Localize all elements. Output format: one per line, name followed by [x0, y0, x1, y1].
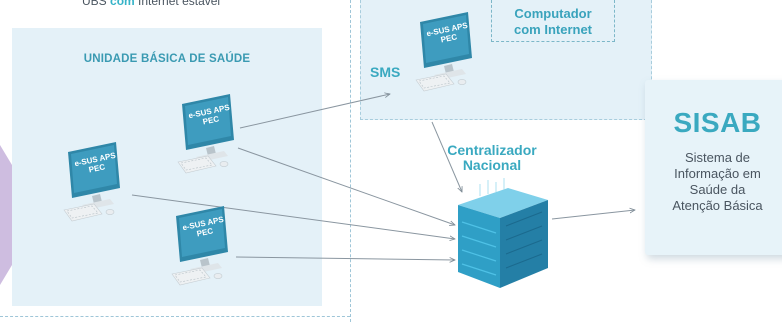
- central-line-1: Centralizador: [447, 142, 537, 158]
- top-caption: UBS com Internet estável: [82, 0, 220, 8]
- sisab-description: Sistema de Informação em Saúde da Atençã…: [645, 150, 782, 214]
- sisab-desc-line-1: Sistema de: [684, 150, 751, 165]
- line-pc1-to-server: [131, 194, 455, 239]
- sisab-desc-line-3: Saúde da: [689, 182, 746, 197]
- line-server-to-sisab: [551, 210, 635, 220]
- central-label: Centralizador Nacional: [432, 143, 552, 173]
- sms-panel: [360, 0, 652, 120]
- line-sms-to-server: [431, 121, 462, 192]
- line-pc3-to-server: [235, 256, 455, 260]
- sisab-title: SISAB: [673, 107, 762, 138]
- sms-panel-border: [360, 0, 652, 120]
- divider-horizontal: [0, 316, 350, 317]
- server-icon: [458, 178, 548, 288]
- internet-line-2: com Internet: [513, 22, 592, 37]
- sisab-desc-line-2: Informação em: [674, 166, 761, 181]
- caption-prefix: UBS: [82, 0, 111, 8]
- internet-line-1: Computador: [514, 6, 592, 21]
- ubs-title: UNIDADE BÁSICA DE SAÚDE: [83, 53, 251, 65]
- line-pc2-to-server: [237, 147, 455, 225]
- central-line-2: Nacional: [462, 157, 522, 173]
- caption-suffix: Internet estável: [134, 0, 221, 8]
- internet-label: Computador com Internet: [491, 6, 615, 38]
- ubs-panel: [12, 28, 322, 306]
- sisab-desc-line-4: Atenção Básica: [672, 198, 763, 213]
- sms-label: SMS: [370, 64, 401, 80]
- connection-lines: [131, 94, 635, 260]
- internet-box: [491, 0, 615, 42]
- caption-highlight: com: [110, 0, 135, 8]
- line-pc2-to-sms: [239, 94, 390, 129]
- divider-vertical: [350, 0, 351, 322]
- sisab-panel: [645, 80, 782, 255]
